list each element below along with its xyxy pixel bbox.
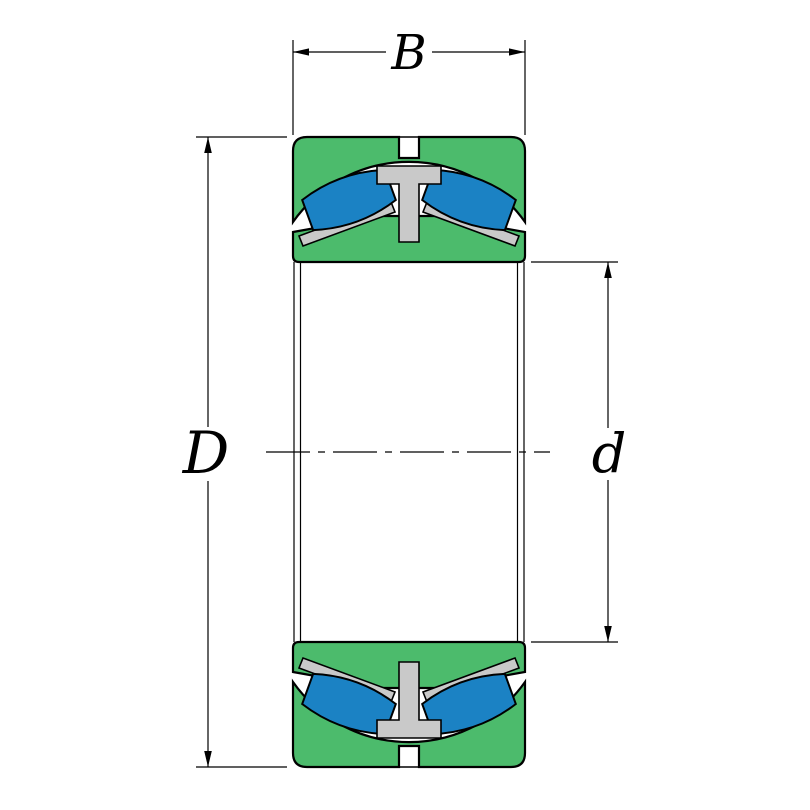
- roller-left: [300, 168, 398, 232]
- dim-d-label: d: [592, 422, 627, 485]
- dim-b-label: B: [390, 25, 426, 81]
- outer-ring: [291, 135, 527, 226]
- dimension-B: B: [292, 25, 526, 135]
- bearing-bottom-section: [291, 640, 527, 769]
- cage-center-guide: [376, 165, 442, 243]
- dimension-d: d: [531, 261, 627, 643]
- dim-D-arrow-bottom: [204, 751, 212, 767]
- dim-D-arrow-top: [204, 137, 212, 153]
- dim-D-label: D: [182, 419, 230, 487]
- dim-d-arrow-bottom: [604, 626, 612, 642]
- roller-right: [420, 168, 518, 232]
- dim-b-extension-lines: [292, 40, 526, 135]
- dimension-D: D: [182, 136, 287, 768]
- bore-silhouette-lines: [293, 262, 525, 642]
- dim-b-arrow-right: [509, 48, 525, 56]
- dim-d-arrow-top: [604, 262, 612, 278]
- dim-D-extension-lines: [196, 136, 287, 768]
- bearing-top-section: [291, 135, 527, 264]
- dim-b-arrow-left: [293, 48, 309, 56]
- dim-d-extension-lines: [531, 261, 618, 643]
